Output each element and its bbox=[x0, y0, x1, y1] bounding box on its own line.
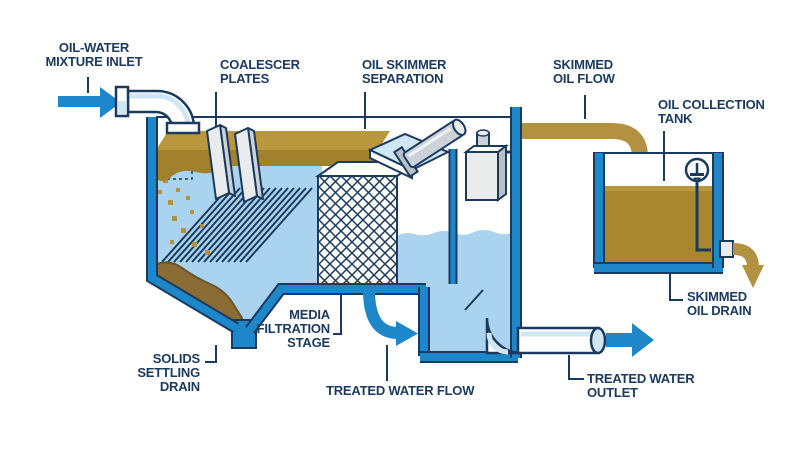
label-line: MIXTURE INLET bbox=[45, 54, 143, 69]
oil-collection-tank bbox=[593, 152, 734, 274]
label-line: OIL DRAIN bbox=[687, 303, 752, 318]
label-coalescer-plates: COALESCER PLATES bbox=[220, 58, 300, 86]
level-sensor-stem bbox=[695, 181, 711, 252]
label-line: TANK bbox=[658, 111, 693, 126]
label-line: SKIMMED bbox=[687, 289, 747, 304]
label-oil-skimmer-separation: OIL SKIMMER SEPARATION bbox=[362, 58, 446, 86]
label-line: SKIMMED bbox=[553, 57, 613, 72]
baffle-edge-line bbox=[464, 289, 484, 311]
label-line: OIL FLOW bbox=[553, 71, 615, 86]
label-line: OIL-WATER bbox=[58, 40, 130, 55]
label-treated-water-outlet: TREATED WATER OUTLET bbox=[587, 371, 695, 400]
label-oil-collection-tank: OIL COLLECTION TANK bbox=[658, 98, 765, 126]
label-solids-settling-drain: SOLIDS SETTLING DRAIN bbox=[70, 352, 200, 394]
inlet-pipe bbox=[114, 85, 201, 135]
label-line: DRAIN bbox=[159, 379, 200, 394]
label-line: TREATED WATER bbox=[587, 371, 695, 386]
coalescer-plates bbox=[206, 124, 264, 203]
label-line: OUTLET bbox=[587, 385, 638, 400]
leader-media-filtration bbox=[333, 295, 342, 335]
label-line: COALESCER bbox=[220, 57, 300, 72]
label-line: SOLIDS bbox=[152, 351, 200, 366]
label-line: TREATED WATER FLOW bbox=[326, 383, 475, 398]
settled-solids bbox=[150, 261, 244, 326]
label-treated-water-flow: TREATED WATER FLOW bbox=[326, 384, 474, 398]
label-line: SEPARATION bbox=[362, 71, 444, 86]
label-skimmed-oil-drain: SKIMMED OIL DRAIN bbox=[687, 289, 752, 318]
label-line: PLATES bbox=[220, 71, 270, 86]
oil-droplets bbox=[158, 178, 210, 255]
leader-skimmed-oil-drain bbox=[669, 272, 683, 301]
label-line: SETTLING bbox=[137, 365, 200, 380]
level-sensor-icon bbox=[684, 157, 710, 183]
treated-water-outlet-pipe bbox=[485, 317, 607, 355]
media-filter bbox=[314, 161, 422, 291]
treated-water-outlet-arrow bbox=[606, 323, 654, 357]
label-skimmed-oil-flow: SKIMMED OIL FLOW bbox=[553, 58, 615, 86]
label-media-filtration-stage: MEDIA FILTRATION STAGE bbox=[200, 307, 331, 350]
oil-drain-nub bbox=[719, 240, 734, 258]
inlet-arrow bbox=[58, 87, 121, 118]
skimmed-oil-drain-arrow bbox=[732, 243, 764, 288]
oil-skimmer-roller bbox=[392, 118, 467, 178]
label-line: FILTRATION bbox=[256, 321, 331, 336]
leader-treated-water-outlet bbox=[568, 355, 584, 380]
leader-solids-settling-drain bbox=[205, 345, 217, 363]
label-line: OIL COLLECTION bbox=[658, 97, 765, 112]
sensor-box bbox=[463, 129, 512, 202]
label-line: STAGE bbox=[287, 335, 330, 350]
label-oil-water-mixture-inlet: OIL-WATER MIXTURE INLET bbox=[14, 41, 174, 69]
treated-water-flow-arrow bbox=[363, 289, 418, 346]
label-line: OIL SKIMMER bbox=[362, 57, 447, 72]
label-line: MEDIA bbox=[289, 307, 330, 322]
